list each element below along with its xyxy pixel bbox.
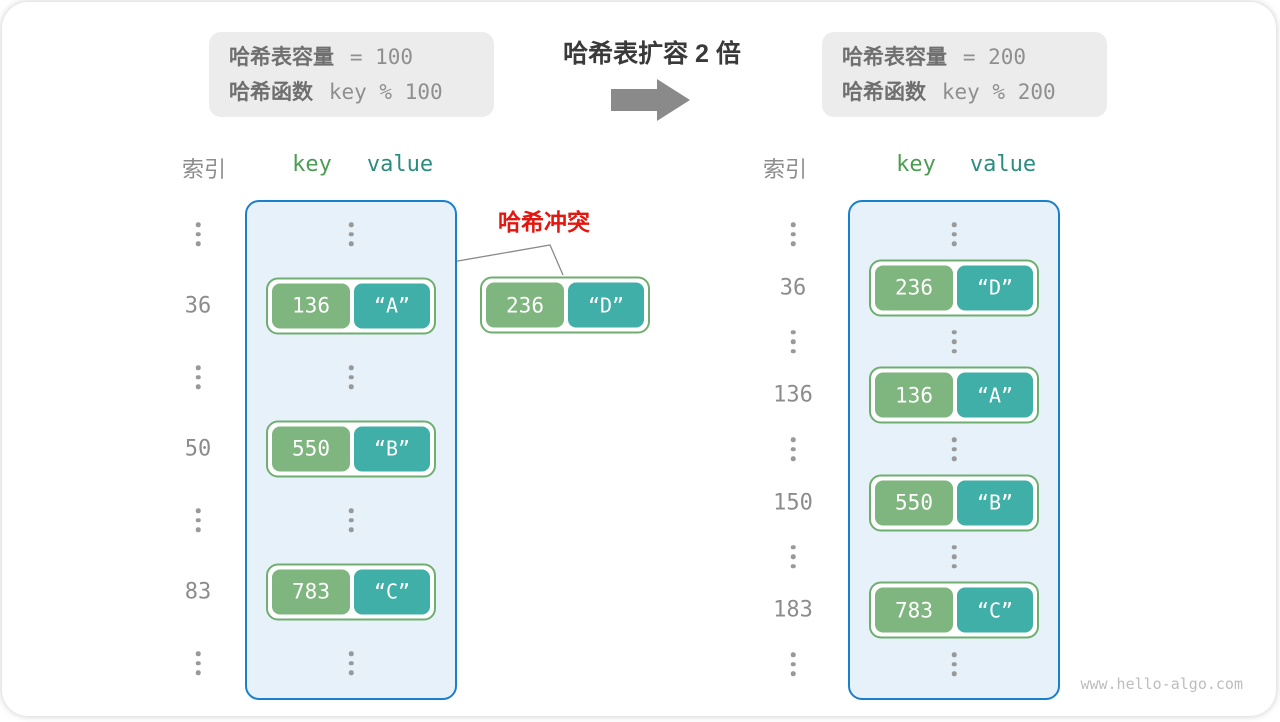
pair-key: 136	[272, 283, 350, 328]
ellipsis-dots	[348, 508, 354, 532]
capacity-value: = 100	[349, 45, 414, 69]
key-value-pair: 550“B”	[266, 420, 436, 477]
hash-function-label: 哈希函数	[229, 81, 313, 104]
pair-value: “D”	[568, 282, 644, 328]
value-column-header: value	[969, 152, 1037, 177]
hash-function-line: 哈希函数 key % 200	[842, 75, 1107, 110]
key-value-pair: 550“B”	[869, 474, 1039, 532]
pair-value: “A”	[957, 372, 1033, 418]
hash-function-value: key % 100	[328, 80, 443, 104]
ellipsis-dots	[790, 329, 796, 354]
ellipsis-dots	[195, 365, 201, 389]
ellipsis-dots	[348, 222, 354, 246]
pair-value: “A”	[354, 283, 430, 328]
pair-key: 236	[486, 282, 564, 328]
capacity-label: 哈希表容量	[229, 46, 334, 69]
index-label: 183	[773, 597, 813, 623]
figure-title: 哈希表扩容 2 倍	[563, 40, 741, 68]
capacity-box-before: 哈希表容量 = 100 哈希函数 key % 100	[209, 32, 494, 117]
pair-value: “C”	[354, 569, 430, 614]
index-column-header: 索引	[181, 157, 226, 182]
arrow-head	[657, 79, 690, 121]
capacity-label: 哈希表容量	[842, 46, 947, 69]
ellipsis-dots	[951, 222, 957, 246]
key-value-pair: 236“D”	[869, 259, 1039, 317]
collision-pair: 236 “D”	[480, 276, 650, 334]
hash-function-line: 哈希函数 key % 100	[229, 75, 494, 110]
index-label: 136	[773, 382, 813, 408]
index-label: 150	[773, 490, 813, 516]
ellipsis-dots	[951, 652, 957, 676]
index-label: 36	[184, 293, 212, 318]
value-column-header: value	[366, 152, 434, 177]
index-label: 83	[184, 579, 212, 604]
arrow-body	[611, 89, 657, 111]
capacity-box-after: 哈希表容量 = 200 哈希函数 key % 200	[822, 32, 1107, 117]
ellipsis-dots	[790, 437, 796, 461]
collision-label: 哈希冲突	[498, 209, 590, 235]
ellipsis-dots	[348, 365, 354, 389]
index-label: 50	[184, 436, 212, 461]
resize-arrow-icon	[611, 79, 691, 121]
ellipsis-dots	[951, 544, 957, 569]
pair-key: 783	[875, 587, 953, 633]
ellipsis-dots	[195, 222, 201, 246]
watermark: www.hello-algo.com	[1080, 675, 1243, 693]
ellipsis-dots	[348, 651, 354, 675]
pair-key: 236	[875, 265, 953, 311]
pair-key: 783	[272, 569, 350, 614]
key-column-header: key	[292, 152, 332, 177]
ellipsis-dots	[790, 544, 796, 569]
pair-key: 550	[875, 480, 953, 526]
ellipsis-dots	[790, 652, 796, 676]
pair-value: “C”	[957, 587, 1033, 633]
ellipsis-dots	[790, 222, 796, 246]
hash-function-value: key % 200	[941, 80, 1056, 104]
capacity-line: 哈希表容量 = 100	[229, 40, 494, 75]
key-value-pair: 136“A”	[869, 366, 1039, 424]
ellipsis-dots	[951, 437, 957, 461]
pair-value: “B”	[957, 480, 1033, 526]
index-column-header: 索引	[762, 157, 807, 182]
ellipsis-dots	[951, 329, 957, 354]
capacity-line: 哈希表容量 = 200	[842, 40, 1107, 75]
pair-key: 550	[272, 426, 350, 471]
hash-function-label: 哈希函数	[842, 81, 926, 104]
pair-value: “B”	[354, 426, 430, 471]
key-value-pair: 783“C”	[266, 563, 436, 620]
pair-value: “D”	[957, 265, 1033, 311]
key-value-pair: 783“C”	[869, 581, 1039, 639]
key-value-pair: 136“A”	[266, 277, 436, 334]
index-label: 36	[779, 275, 807, 301]
key-column-header: key	[896, 152, 936, 177]
ellipsis-dots	[195, 508, 201, 532]
pair-key: 136	[875, 372, 953, 418]
ellipsis-dots	[195, 651, 201, 675]
capacity-value: = 200	[962, 45, 1027, 69]
